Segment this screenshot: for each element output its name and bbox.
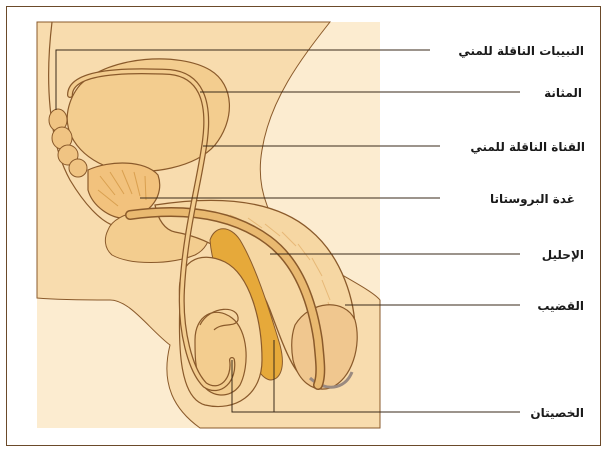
label-vas-deferens: القناة الناقلة للمني [442, 140, 585, 154]
label-urethra: الإحليل [522, 248, 584, 262]
label-testes: الخصيتان [522, 406, 584, 420]
label-bladder: المثانة [522, 86, 582, 100]
label-seminal-vesicles: النبيبات الناقلة للمني [432, 44, 584, 58]
label-prostate: غدة البروستاتا [442, 192, 575, 206]
label-penis: القضيب [522, 299, 584, 313]
